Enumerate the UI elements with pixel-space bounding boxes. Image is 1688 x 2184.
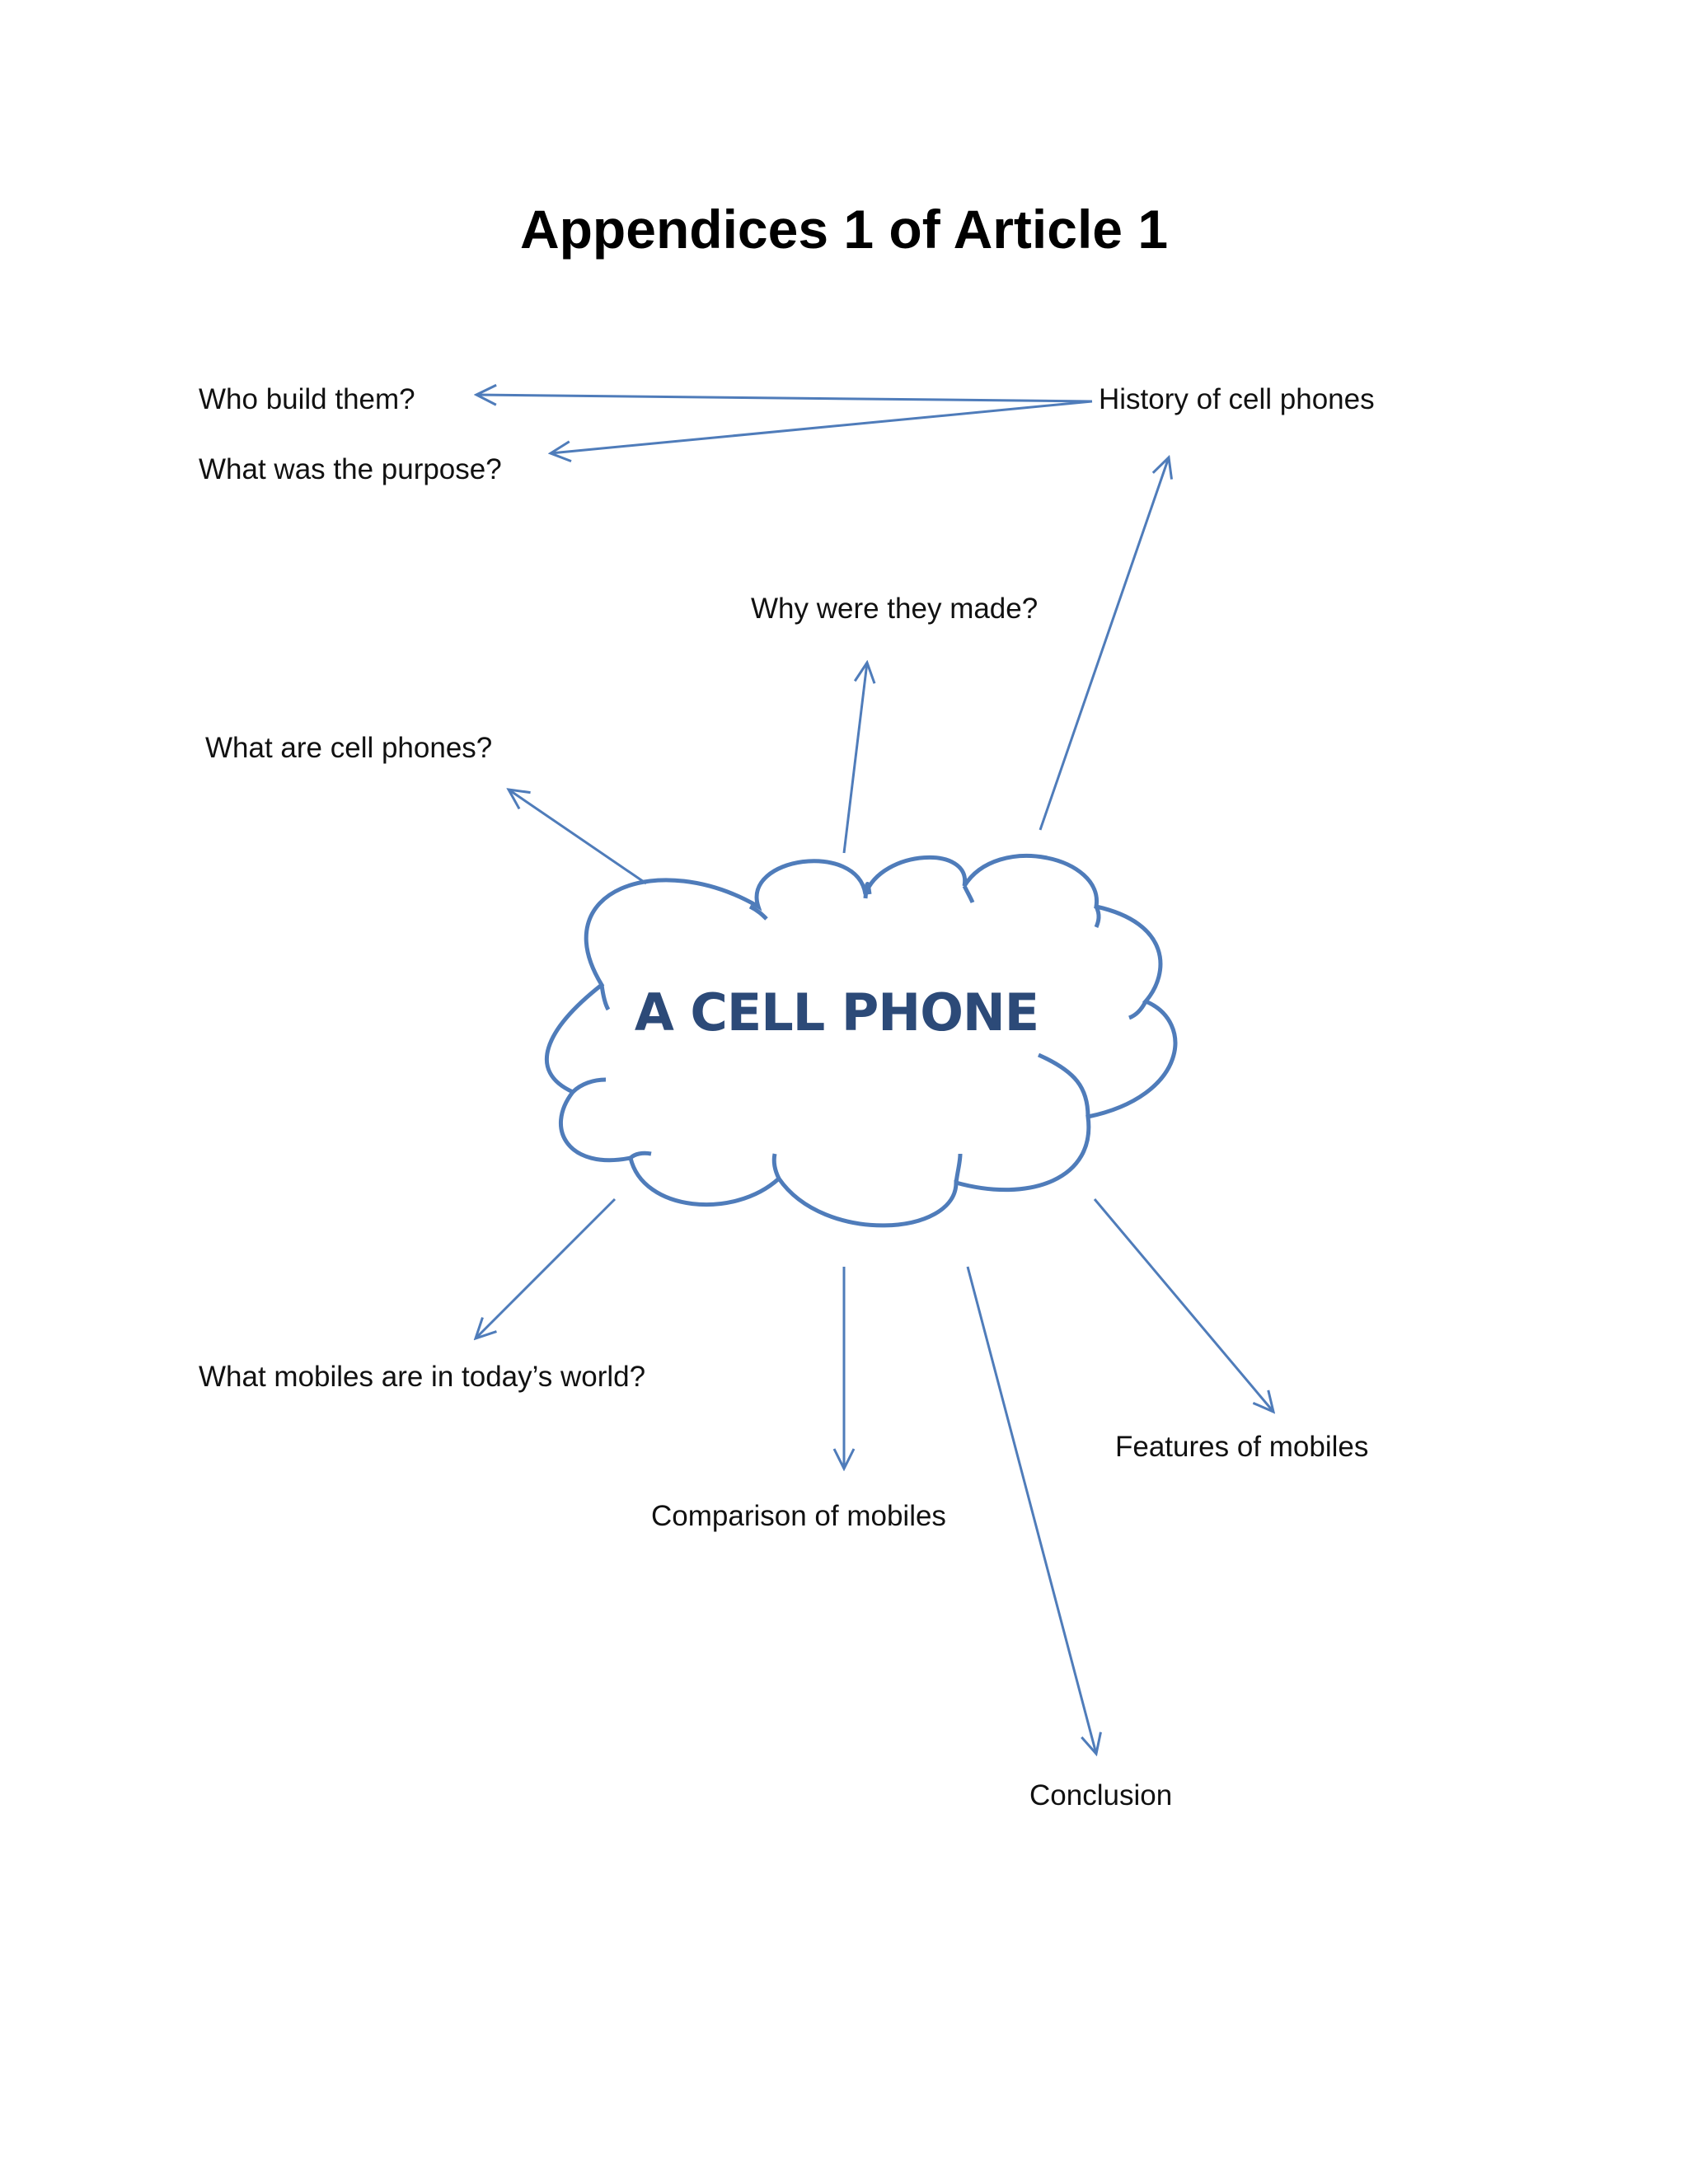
arrow-to-who-build bbox=[476, 395, 1093, 401]
arrow-to-what-are bbox=[509, 790, 647, 885]
arrow-to-purpose bbox=[551, 400, 1093, 453]
node-purpose: What was the purpose? bbox=[199, 453, 502, 485]
node-conclusion: Conclusion bbox=[1029, 1779, 1173, 1811]
node-why-made: Why were they made? bbox=[751, 593, 1039, 625]
arrow-to-features bbox=[1093, 1198, 1273, 1412]
node-history: History of cell phones bbox=[1099, 383, 1375, 415]
node-today: What mobiles are in today’s world? bbox=[199, 1361, 646, 1393]
node-comparison: Comparison of mobiles bbox=[651, 1500, 946, 1532]
center-label: A CELL PHONE bbox=[635, 982, 1039, 1043]
node-what-are: What are cell phones? bbox=[205, 732, 493, 764]
node-who-build: Who build them? bbox=[199, 383, 415, 415]
node-features: Features of mobiles bbox=[1115, 1431, 1369, 1463]
arrow-to-history bbox=[1039, 457, 1169, 831]
arrow-to-today bbox=[476, 1197, 617, 1338]
arrow-to-why-made bbox=[842, 663, 867, 854]
arrow-to-conclusion bbox=[966, 1266, 1096, 1754]
page-title: Appendices 1 of Article 1 bbox=[519, 199, 1169, 260]
center-cloud bbox=[544, 853, 1178, 1228]
